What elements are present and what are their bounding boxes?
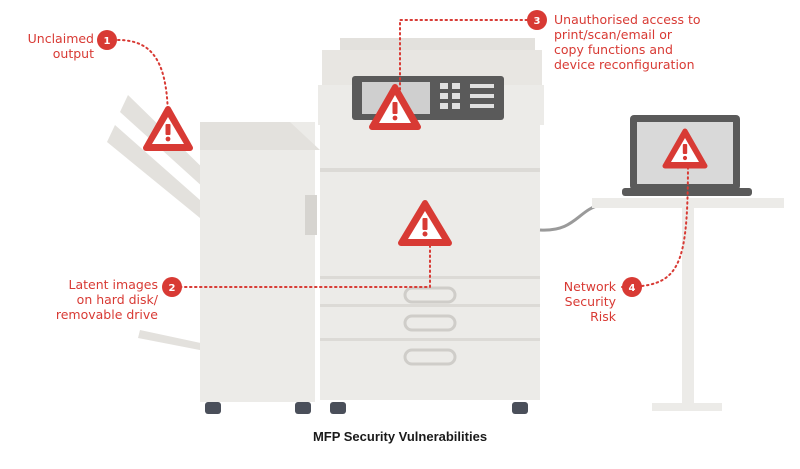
- callout-1-text: Unclaimed output: [27, 31, 94, 61]
- warning-triangle-4: [662, 128, 708, 169]
- svg-text:2: 2: [169, 283, 176, 294]
- svg-text:4: 4: [629, 283, 636, 294]
- badge-4: 4: [622, 277, 642, 297]
- figure-caption: MFP Security Vulnerabilities: [312, 429, 488, 444]
- wheels: [205, 402, 528, 414]
- badge-2: 2: [162, 277, 182, 297]
- badge-1: 1: [97, 30, 117, 50]
- callout-2-text: Latent images on hard disk/ removable dr…: [55, 277, 158, 322]
- callout-4-text: Network Security Risk: [563, 279, 616, 324]
- warning-triangle-2: [398, 200, 452, 246]
- desk: [592, 198, 784, 411]
- svg-text:1: 1: [104, 36, 111, 47]
- badge-3: 3: [527, 10, 547, 30]
- callout-3-text: Unauthorised access to print/scan/email …: [554, 12, 701, 72]
- control-panel: [352, 76, 504, 120]
- connectors: [117, 19, 689, 288]
- network-cable: [539, 203, 601, 232]
- svg-text:3: 3: [534, 16, 541, 27]
- warning-triangle-1: [143, 106, 193, 151]
- finisher-unit: [200, 122, 315, 402]
- warning-triangle-3: [369, 84, 421, 130]
